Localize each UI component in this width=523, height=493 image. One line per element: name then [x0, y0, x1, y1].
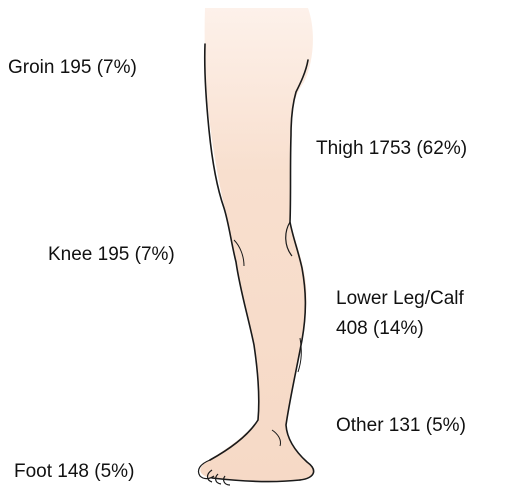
- lower-leg-label-line2: 408 (14%): [336, 317, 424, 341]
- knee-label: Knee 195 (7%): [48, 243, 175, 267]
- leg-shape: [200, 8, 313, 481]
- foot-label: Foot 148 (5%): [14, 460, 134, 484]
- groin-label: Groin 195 (7%): [8, 56, 137, 80]
- lower-leg-label-line1: Lower Leg/Calf: [336, 287, 464, 311]
- other-label: Other 131 (5%): [336, 414, 466, 438]
- thigh-label: Thigh 1753 (62%): [316, 137, 467, 161]
